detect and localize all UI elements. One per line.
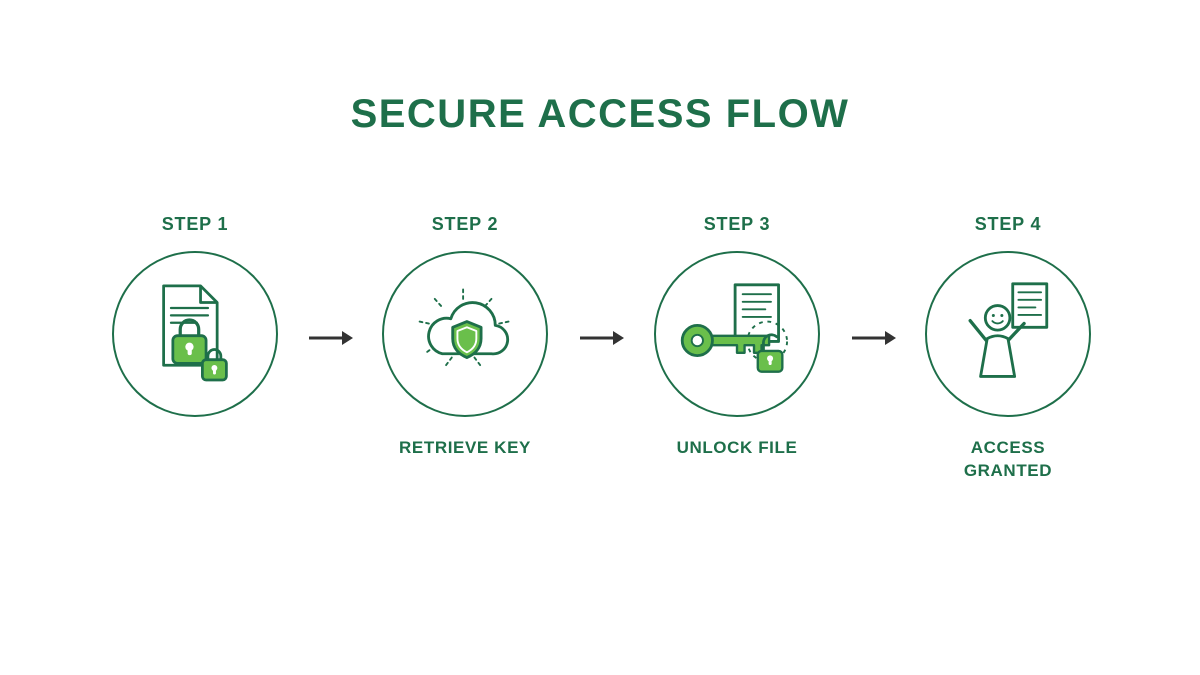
step-1-circle: [112, 251, 278, 417]
step-2-caption: RETRIEVE KEY: [399, 438, 531, 457]
key-unlock-icon: [674, 281, 800, 388]
page-title: SECURE ACCESS FLOW: [350, 92, 850, 136]
step-2-label: STEP 2: [431, 214, 499, 234]
right-arrow-icon: [307, 329, 355, 347]
person-document-icon: [956, 276, 1060, 393]
step-3-caption: UNLOCK FILE: [676, 438, 798, 457]
step-4-circle: [925, 251, 1091, 417]
step-4-caption: ACCESS GRANTED: [963, 438, 1053, 480]
step-2: STEP 2: [355, 214, 575, 460]
cloud-shield-icon: [408, 280, 522, 389]
step-4: STEP 4 ACCESS GRANTED: [898, 214, 1118, 483]
step-3-circle: [654, 251, 820, 417]
step-1-label: STEP 1: [161, 214, 229, 234]
step-3: STEP 3 UNLOCK FILE: [627, 214, 847, 460]
step-1: STEP 1: [85, 214, 305, 437]
locked-document-icon: [147, 279, 243, 390]
step-4-label: STEP 4: [974, 214, 1042, 234]
right-arrow-icon: [578, 329, 626, 347]
step-2-circle: [382, 251, 548, 417]
right-arrow-icon: [850, 329, 898, 347]
step-3-label: STEP 3: [703, 214, 771, 234]
